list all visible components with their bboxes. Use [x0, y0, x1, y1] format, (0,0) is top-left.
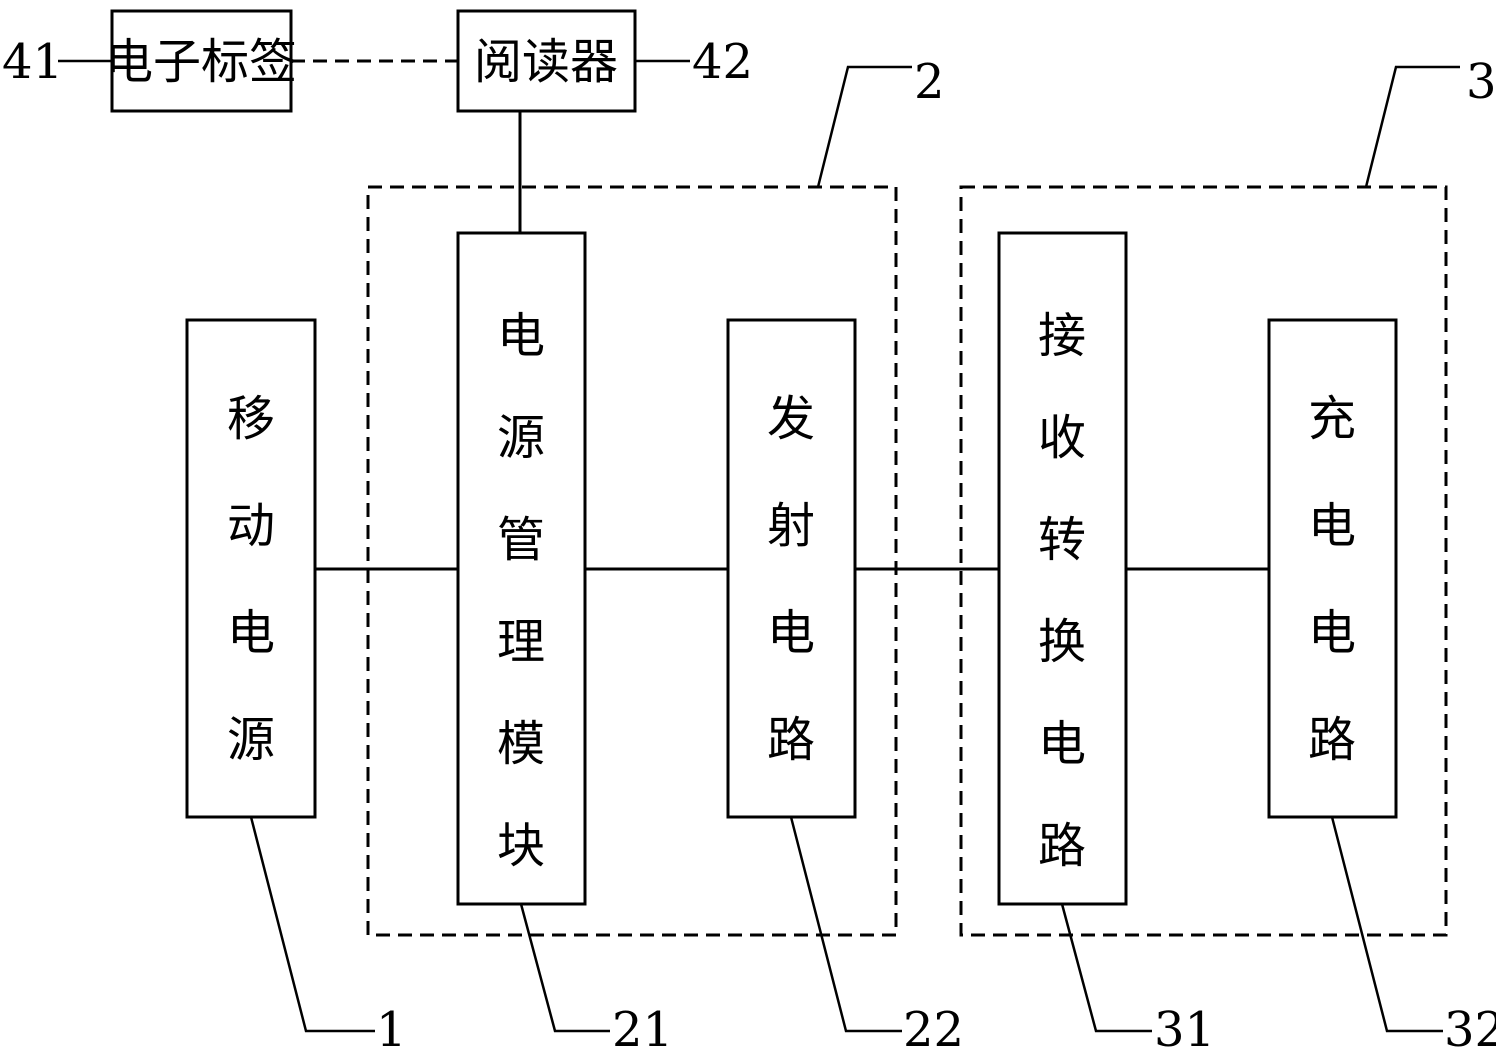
label-glyph: 电	[1308, 498, 1356, 554]
leader-31	[1060, 903, 1152, 1033]
label-glyph: 理	[497, 614, 545, 670]
ref-42: 42	[692, 34, 753, 90]
label-glyph: 接	[1038, 308, 1086, 364]
label-glyph: 电	[1308, 605, 1356, 661]
ref-1: 1	[376, 1002, 407, 1056]
label-glyph: 路	[1038, 818, 1086, 874]
reader-box	[456, 9, 637, 113]
label-glyph: 电	[497, 308, 545, 364]
ref-22: 22	[903, 1002, 964, 1056]
label-glyph: 源	[227, 712, 275, 768]
label-glyph: 管	[497, 512, 545, 568]
leader-1	[249, 816, 375, 1033]
ref-2: 2	[914, 54, 945, 110]
label-glyph: 路	[1308, 712, 1356, 768]
label-glyph: 换	[1038, 614, 1086, 670]
charging-circuit-box	[1267, 318, 1398, 819]
receive-convert-box	[997, 231, 1128, 906]
leader-22	[789, 816, 902, 1033]
label-glyph: 路	[767, 712, 815, 768]
power-management-box	[456, 231, 587, 906]
label-glyph: 源	[497, 410, 545, 466]
electronic-tag-label: 电子标签	[105, 34, 297, 90]
ref-21: 21	[612, 1002, 673, 1056]
receiver-group-frame	[959, 185, 1448, 937]
label-glyph: 动	[227, 498, 275, 554]
label-glyph: 移	[227, 391, 275, 447]
leader-21	[519, 903, 610, 1033]
label-glyph: 射	[767, 498, 815, 554]
leader-3	[1364, 65, 1460, 188]
ref-32: 32	[1444, 1002, 1496, 1056]
label-glyph: 收	[1038, 410, 1086, 466]
transmit-circuit-box	[726, 318, 857, 819]
leader-2	[816, 65, 912, 188]
label-glyph: 块	[497, 818, 545, 874]
label-glyph: 发	[767, 391, 815, 447]
reader-label: 阅读器	[474, 34, 618, 90]
mobile-power-box	[185, 318, 317, 819]
label-glyph: 模	[497, 716, 545, 772]
label-glyph: 电	[1038, 716, 1086, 772]
transmitter-group-frame	[366, 185, 898, 937]
electronic-tag-box	[110, 9, 293, 113]
label-glyph: 电	[227, 605, 275, 661]
ref-31: 31	[1154, 1002, 1215, 1056]
label-glyph: 电	[767, 605, 815, 661]
label-glyph: 充	[1308, 391, 1356, 447]
ref-3: 3	[1466, 54, 1496, 110]
ref-41: 41	[2, 34, 63, 90]
label-glyph: 转	[1038, 512, 1086, 568]
leader-32	[1330, 816, 1443, 1033]
